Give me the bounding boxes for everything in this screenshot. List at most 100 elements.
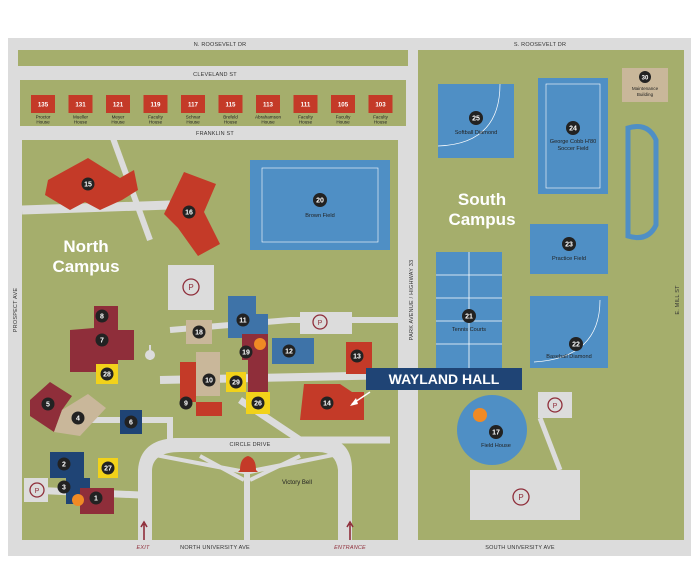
house-number: 111 (301, 102, 311, 109)
dining-icon-1 (72, 494, 84, 506)
building-number-4: 4 (76, 415, 80, 422)
house-number: 105 (338, 102, 349, 109)
parking-icon-southwest (29, 482, 45, 498)
field-25-badge (469, 111, 483, 125)
callout-arrowhead (350, 398, 358, 406)
building-badge-16 (182, 205, 196, 219)
building-badge-5 (41, 397, 55, 411)
field-20-badge (313, 193, 327, 207)
faculty-houses: 135ProctorHouse131MuellerHouse121MeyerHo… (31, 95, 393, 125)
house-name: House (374, 120, 388, 125)
building-number-8: 8 (100, 313, 104, 320)
house-name: Mueller (73, 115, 89, 120)
field-22-arc (533, 299, 601, 363)
building-17-name: Field House (481, 443, 511, 449)
field-24-name-2: Soccer Field (557, 146, 588, 152)
house-name: Schnar (186, 115, 201, 120)
field-21-name: Tennis Courts (452, 327, 486, 333)
north-campus-label-1: North (63, 237, 108, 256)
road-label-prospect: PROSPECT AVE (13, 288, 19, 333)
building-badge-7 (95, 333, 109, 347)
house-name: Proctor (36, 115, 51, 120)
house-number: 131 (75, 102, 86, 109)
house-name: Faculty (148, 115, 164, 120)
field-20-number: 20 (316, 198, 324, 205)
road-label-park-ave: PARK AVENUE / HIGHWAY 33 (409, 260, 415, 341)
dining-icon-19 (254, 338, 266, 350)
field-24-lines (545, 83, 601, 189)
house-name: House (336, 120, 350, 125)
field-22-number: 22 (572, 342, 580, 349)
field-23-name: Practice Field (552, 256, 586, 262)
building-number-28: 28 (103, 371, 111, 378)
building-number-7: 7 (100, 337, 104, 344)
dining-icon-17 (473, 408, 487, 422)
building-number-26: 26 (254, 400, 262, 407)
building-number-18: 18 (195, 329, 203, 336)
building-number-3: 3 (62, 484, 66, 491)
parking-symbol: P (518, 493, 523, 502)
wayland-hall-label[interactable]: WAYLAND HALL (389, 371, 500, 387)
south-campus-label-2: Campus (448, 210, 515, 229)
building-30-name-2: Building (637, 92, 654, 97)
house-building (218, 95, 243, 113)
house-building (106, 95, 130, 113)
house-building (181, 95, 205, 113)
parking-lot-south (470, 470, 580, 520)
victory-bell-icon (238, 456, 258, 472)
exit-arrow-icon (140, 520, 148, 540)
field-24-number: 24 (569, 126, 577, 133)
field-22-badge (569, 337, 583, 351)
house-name: Brefeld (223, 115, 238, 120)
house-name: House (186, 120, 200, 125)
field-23-number: 23 (565, 242, 573, 249)
road-label-north-university: NORTH UNIVERSITY AVE (180, 545, 250, 551)
field-22-name: Baseball Diamond (546, 354, 591, 360)
wayland-hall-callout[interactable] (366, 368, 522, 390)
south-campus-label-1: South (458, 190, 506, 209)
house-name: House (299, 120, 313, 125)
field-23-badge (562, 237, 576, 251)
building-badge-27 (101, 461, 115, 475)
road-label-cleveland: CLEVELAND ST (193, 72, 237, 78)
entrance-arrow-icon (346, 520, 354, 540)
running-track (625, 124, 659, 241)
house-number: 103 (375, 102, 386, 109)
building-30-number: 30 (642, 76, 649, 82)
building-badge-9 (179, 396, 193, 410)
parking-symbol: P (35, 488, 40, 495)
building-number-29: 29 (232, 379, 240, 386)
house-number: 113 (263, 102, 274, 109)
building-number-2: 2 (62, 461, 66, 468)
road-label-s-roosevelt: S. ROOSEVELT DR (514, 42, 566, 48)
parking-icon-center (312, 314, 328, 330)
house-name: Meyer (112, 115, 125, 120)
house-number: 117 (188, 102, 199, 109)
field-25-name: Softball Diamond (455, 130, 498, 136)
building-30-name-1: Maintenance (632, 86, 659, 91)
victory-bell-label: Victory Bell (282, 480, 312, 486)
parking-lot-north (168, 265, 214, 310)
building-badge-14 (320, 396, 334, 410)
building-number-13: 13 (353, 353, 361, 360)
house-name: Faculty (336, 115, 352, 120)
house-name: House (74, 120, 88, 125)
building-number-19: 19 (242, 349, 250, 356)
field-20-name: Brown Field (305, 213, 335, 219)
field-24-badge (566, 121, 580, 135)
road-label-franklin: FRANKLIN ST (196, 131, 234, 137)
field-22-baseball (530, 296, 608, 368)
building-number-1: 1 (94, 495, 98, 502)
parking-symbol: P (188, 283, 193, 292)
field-25-number: 25 (472, 116, 480, 123)
building-number-27: 27 (104, 465, 112, 472)
north-campus-label-2: Campus (52, 257, 119, 276)
building-17-badge (489, 425, 503, 439)
